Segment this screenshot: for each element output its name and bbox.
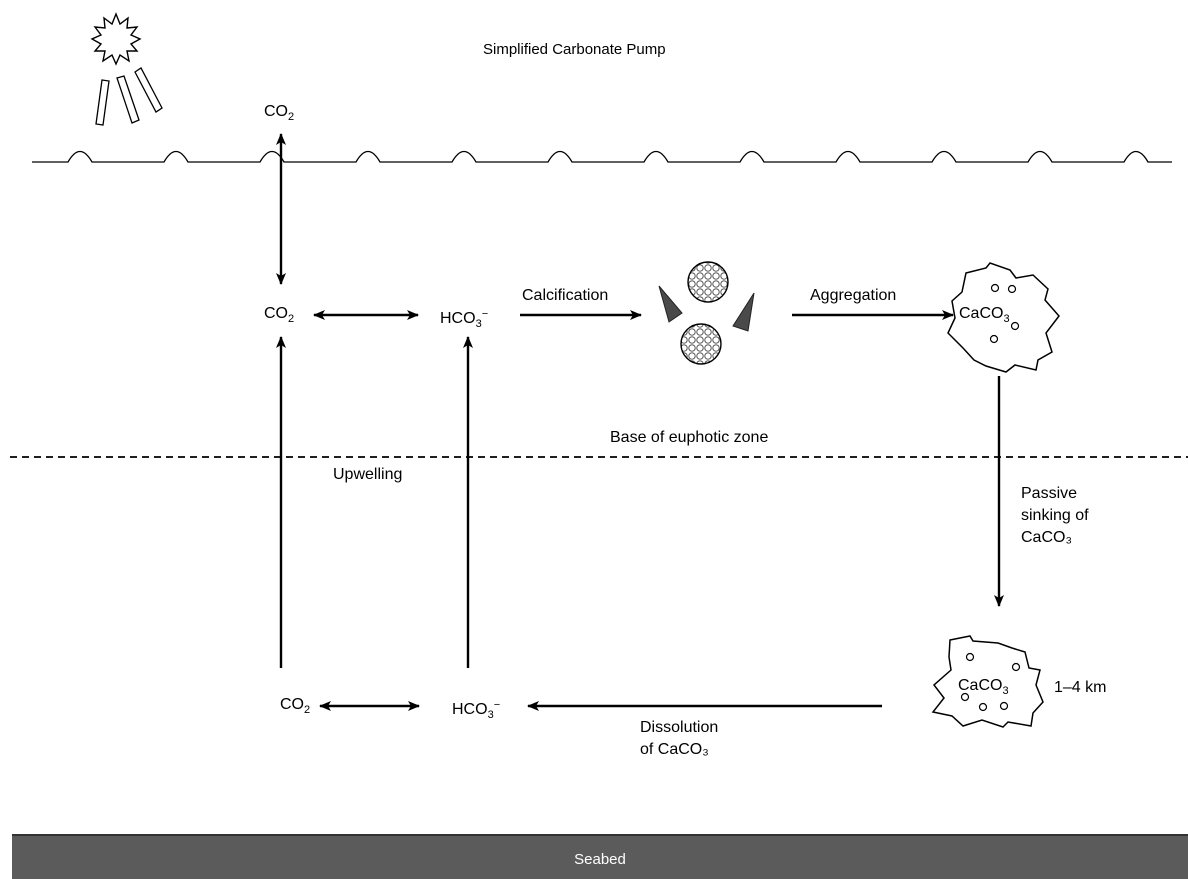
seabed-label: Seabed [574, 851, 626, 868]
sun-icon [90, 12, 163, 126]
coccolithophore-icon [658, 261, 755, 365]
hco3-surface-sub: 3 [475, 318, 482, 330]
depth-label: 1–4 km [1054, 679, 1107, 696]
dissolution-line-2: of CaCO₃ [640, 741, 709, 758]
co2-deep-label: CO2 [280, 696, 310, 719]
co2-atmosphere-base: CO [264, 103, 288, 120]
passive-sinking-line-2: sinking of [1021, 507, 1089, 524]
hco3-surface-sup: − [481, 308, 489, 320]
caco3-surface-base: CaCO [959, 305, 1004, 322]
hco3-deep-base: HCO [452, 701, 488, 718]
upwelling-label: Upwelling [333, 466, 403, 483]
co2-surface-base: CO [264, 305, 288, 322]
euphotic-zone-label: Base of euphotic zone [610, 429, 769, 446]
dissolution-line-1: Dissolution [640, 719, 719, 736]
wave-surface [32, 150, 1172, 163]
co2-deep-base: CO [280, 696, 304, 713]
caco3-surface-label: CaCO3 [959, 305, 1010, 328]
diagram-title: Simplified Carbonate Pump [483, 41, 666, 58]
hco3-surface-base: HCO [440, 310, 476, 327]
hco3-deep-label: HCO3− [452, 696, 500, 724]
passive-sinking-label: Passive sinking of CaCO₃ [1021, 483, 1089, 549]
co2-surface-label: CO2 [264, 305, 294, 328]
aggregation-label: Aggregation [810, 287, 897, 304]
caco3-deep-label: CaCO3 [958, 677, 1009, 700]
calcification-label: Calcification [522, 287, 609, 304]
aggregate-particle-icon [947, 262, 1060, 373]
co2-atmosphere-label: CO2 [264, 103, 294, 126]
dissolution-label: Dissolution of CaCO₃ [640, 717, 718, 761]
caco3-surface-sub: 3 [1003, 313, 1010, 325]
passive-sinking-line-1: Passive [1021, 485, 1078, 502]
caco3-deep-sub: 3 [1002, 685, 1009, 697]
co2-atmosphere-sub: 2 [288, 111, 295, 123]
aggregate-particle-icon [931, 635, 1044, 728]
seabed-band: Seabed [12, 834, 1188, 879]
hco3-surface-label: HCO3− [440, 305, 488, 333]
co2-deep-sub: 2 [304, 704, 311, 716]
passive-sinking-line-3: CaCO₃ [1021, 529, 1072, 546]
hco3-deep-sup: − [493, 699, 501, 711]
co2-surface-sub: 2 [288, 313, 295, 325]
caco3-deep-base: CaCO [958, 677, 1003, 694]
hco3-deep-sub: 3 [487, 709, 494, 721]
